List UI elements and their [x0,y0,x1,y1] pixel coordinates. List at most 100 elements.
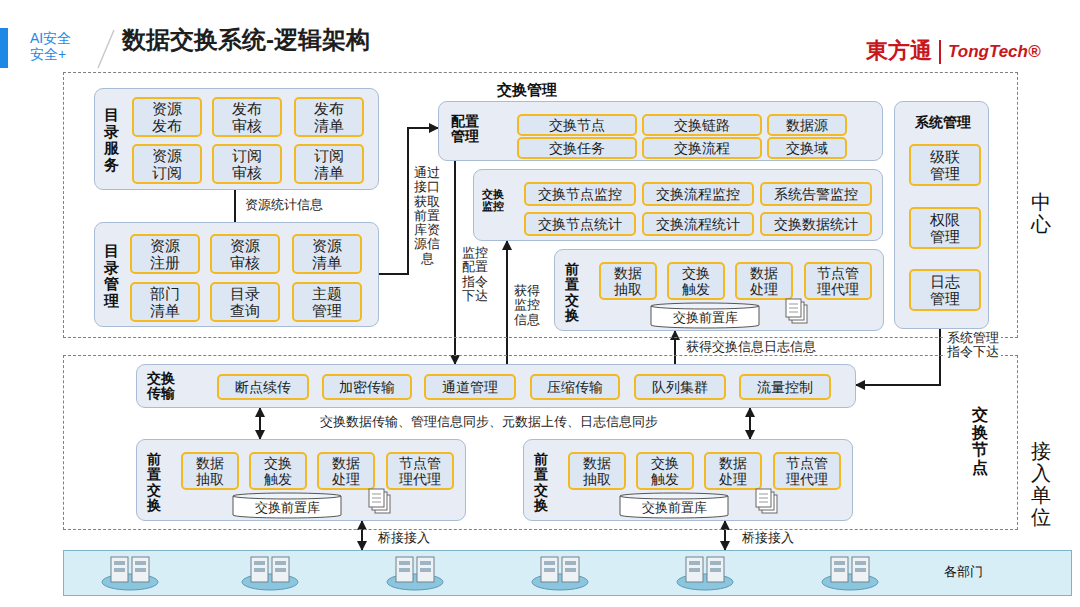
document-line [789,304,798,305]
function-box: 交换流程监控 [642,182,754,206]
server-bay [834,561,845,565]
server-icon [532,557,588,590]
server-base [677,574,733,590]
box-label: 交换前置库 [255,501,320,515]
document-line [789,308,798,309]
function-box: 交换链路 [642,114,762,136]
server-bay [275,561,286,565]
server-base [242,574,298,590]
server-bay [420,568,431,572]
function-box: 压缩传输 [530,374,620,400]
module-panel: 目录管理资源注册资源审核资源清单部门清单目录查询主题管理 [94,222,379,327]
function-box: 交换域 [767,137,847,159]
label-holder: 交换数据传输、管理信息同步、元数据上传、日志信息同步 [320,415,658,430]
label-holder: 桥接接入 [740,531,796,545]
connector [454,161,456,364]
module-panel: 前置交换数据抽取交换触发数据处理节点管理代理交换前置库 [523,439,853,521]
connector [674,331,676,364]
box-label: 发布清单 [314,100,345,135]
document-line [372,498,381,499]
database-cylinder: 交换前置库 [650,301,760,329]
function-box: 数据抽取 [568,452,626,490]
server-bay [834,568,845,572]
server-icon [242,557,298,590]
connector [506,241,508,364]
document-stack-icon [756,489,777,513]
function-box: 主题管理 [292,282,362,323]
box-label: 节点管理代理 [786,455,829,487]
function-box: 加密传输 [322,374,412,400]
box-label: 数据处理 [332,455,361,487]
module-panel: 前置交换数据抽取交换触发数据处理节点管理代理交换前置库 [136,439,466,521]
panel-heading: 接入单位 [1031,440,1051,528]
box-label: 压缩传输 [547,379,603,395]
box-label: 交换节点统计 [538,216,622,232]
connector [724,521,726,550]
server-tower [562,557,579,582]
cylinder-top [651,303,759,309]
box-label: 资源清单 [312,237,343,272]
module-panel: 前置交换数据抽取交换触发数据处理节点管理代理交换前置库 [554,249,884,331]
box-label: 交换流程 [674,140,730,156]
group-heading: 交换管理 [497,81,557,98]
database-cylinder: 交换前置库 [619,491,729,519]
label-holder: 目录管理 [104,243,119,309]
server-base [532,574,588,590]
function-box: 数据处理 [317,452,375,490]
box-label: 数据处理 [719,455,748,487]
document-line [372,502,381,503]
function-box: 断点续传 [217,374,309,400]
label-holder: 系统管理指令下达 [945,331,1001,360]
box-label: 断点续传 [235,379,291,395]
box-label: 目录查询 [230,285,261,320]
panel-heading: 中心 [1031,191,1051,235]
server-tower [831,557,848,582]
label-holder: 配置管理 [451,114,479,145]
server-icon [387,557,443,590]
function-box: 系统告警监控 [760,182,872,206]
box-label: 节点管理代理 [817,265,860,297]
server-tower [272,557,289,582]
box-label: 交换触发 [651,455,680,487]
edge-label: 桥接接入 [376,531,432,545]
server-base [102,574,158,590]
connector [361,521,363,550]
function-box: 级联管理 [909,144,981,186]
box-label: 交换域 [786,140,828,156]
box-label: 流量控制 [757,379,813,395]
panel-heading: 系统管理 [895,114,990,130]
function-box: 部门清单 [130,282,200,323]
box-label: 交换节点 [549,117,605,133]
panel-heading: 各部门 [944,565,983,580]
server-tower [251,557,268,582]
header-bar [0,28,8,68]
server-bay [855,561,866,565]
server-tower [132,557,149,582]
panel-heading: 交换监控 [482,188,504,212]
box-label: 数据抽取 [583,455,612,487]
function-box: 订阅审核 [212,144,282,185]
function-box: 交换节点监控 [524,182,636,206]
server-bay [710,561,721,565]
header-slash [98,30,114,68]
label-holder: 接入单位 [1031,440,1051,528]
edge-label: 系统管理指令下达 [945,331,1001,360]
server-tower [686,557,703,582]
document-line [759,498,768,499]
function-box: 发布清单 [294,97,364,138]
function-box: 流量控制 [739,374,831,400]
server-tower [707,557,724,582]
box-label: 交换数据统计 [774,216,858,232]
function-box: 数据抽取 [599,262,657,300]
box-label: 交换触发 [264,455,293,487]
document-sheet [756,489,771,507]
function-box: 节点管理代理 [804,262,872,300]
server-bay [565,568,576,572]
module-panel: 配置管理交换节点交换链路数据源交换任务交换流程交换域 [438,101,883,161]
server-tower [396,557,413,582]
function-box: 数据处理 [704,452,762,490]
server-bay [710,568,721,572]
label-holder: 交换监控 [482,188,504,212]
server-bay [135,568,146,572]
function-box: 数据处理 [735,262,793,300]
